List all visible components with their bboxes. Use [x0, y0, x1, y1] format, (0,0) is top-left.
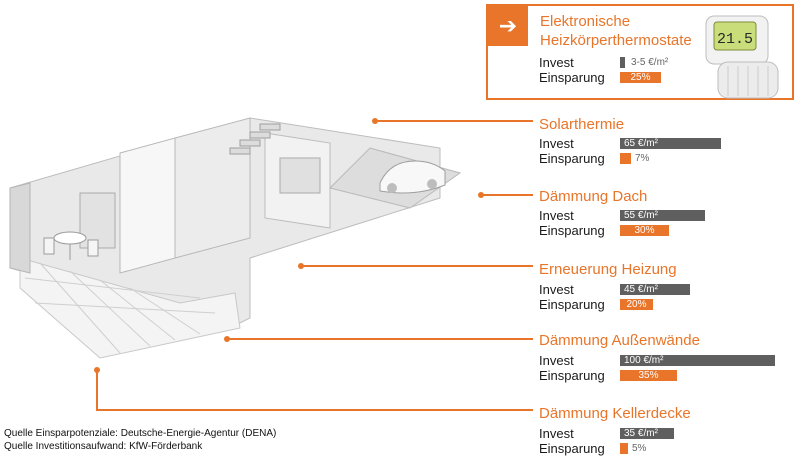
- thermostat-icon: 21.5: [705, 15, 779, 99]
- saving-bar: 30%: [620, 225, 669, 236]
- saving-label: Einsparung: [539, 223, 605, 238]
- saving-label: Einsparung: [539, 441, 605, 456]
- invest-label: Invest: [539, 426, 574, 441]
- measure-title-highlight: Elektronische Heizkörperthermostate: [540, 13, 692, 49]
- invest-bar: 65 €/m²: [620, 138, 721, 149]
- invest-label: Invest: [539, 208, 574, 223]
- leader-line: [301, 265, 533, 267]
- thermostat-display: 21.5: [717, 31, 753, 48]
- leader-line: [96, 370, 98, 411]
- saving-bar: [620, 153, 631, 164]
- saving-bar: [620, 443, 628, 454]
- saving-label: Einsparung: [539, 368, 605, 383]
- leader-line: [227, 338, 533, 340]
- house-cutaway-illustration: [9, 117, 462, 359]
- measure-title: Solarthermie: [539, 116, 625, 133]
- invest-bar: [620, 57, 625, 68]
- measure-title: Erneuerung Heizung: [539, 261, 677, 278]
- invest-label: Invest: [539, 55, 574, 70]
- invest-bar: 35 €/m²: [620, 428, 674, 439]
- measure-title: Dämmung Außenwände: [539, 332, 700, 349]
- saving-value-label: 5%: [632, 443, 647, 454]
- arrow-right-icon: ➔: [488, 6, 528, 46]
- leader-line: [375, 120, 533, 122]
- measure-title: Dämmung Kellerdecke: [539, 405, 691, 422]
- highlight-box: ➔ Elektronische Heizkörperthermostate 21…: [486, 4, 794, 100]
- invest-label: Invest: [539, 353, 574, 368]
- saving-label: Einsparung: [539, 297, 605, 312]
- invest-bar: 100 €/m²: [620, 355, 775, 366]
- source-note: Quelle Investitionsaufwand: KfW-Förderba…: [4, 441, 203, 452]
- saving-bar: 35%: [620, 370, 677, 381]
- saving-bar: 25%: [620, 72, 661, 83]
- invest-bar: 45 €/m²: [620, 284, 690, 295]
- source-note: Quelle Einsparpotenziale: Deutsche-Energ…: [4, 428, 277, 439]
- saving-label: Einsparung: [539, 70, 605, 85]
- saving-bar: 20%: [620, 299, 653, 310]
- invest-label: Invest: [539, 136, 574, 151]
- saving-value-label: 7%: [635, 153, 650, 164]
- invest-label: Invest: [539, 282, 574, 297]
- invest-bar: 55 €/m²: [620, 210, 705, 221]
- invest-value-label: 3-5 €/m²: [631, 57, 669, 68]
- measure-title: Dämmung Dach: [539, 188, 648, 205]
- leader-line: [96, 409, 533, 411]
- saving-label: Einsparung: [539, 151, 605, 166]
- leader-line: [481, 194, 533, 196]
